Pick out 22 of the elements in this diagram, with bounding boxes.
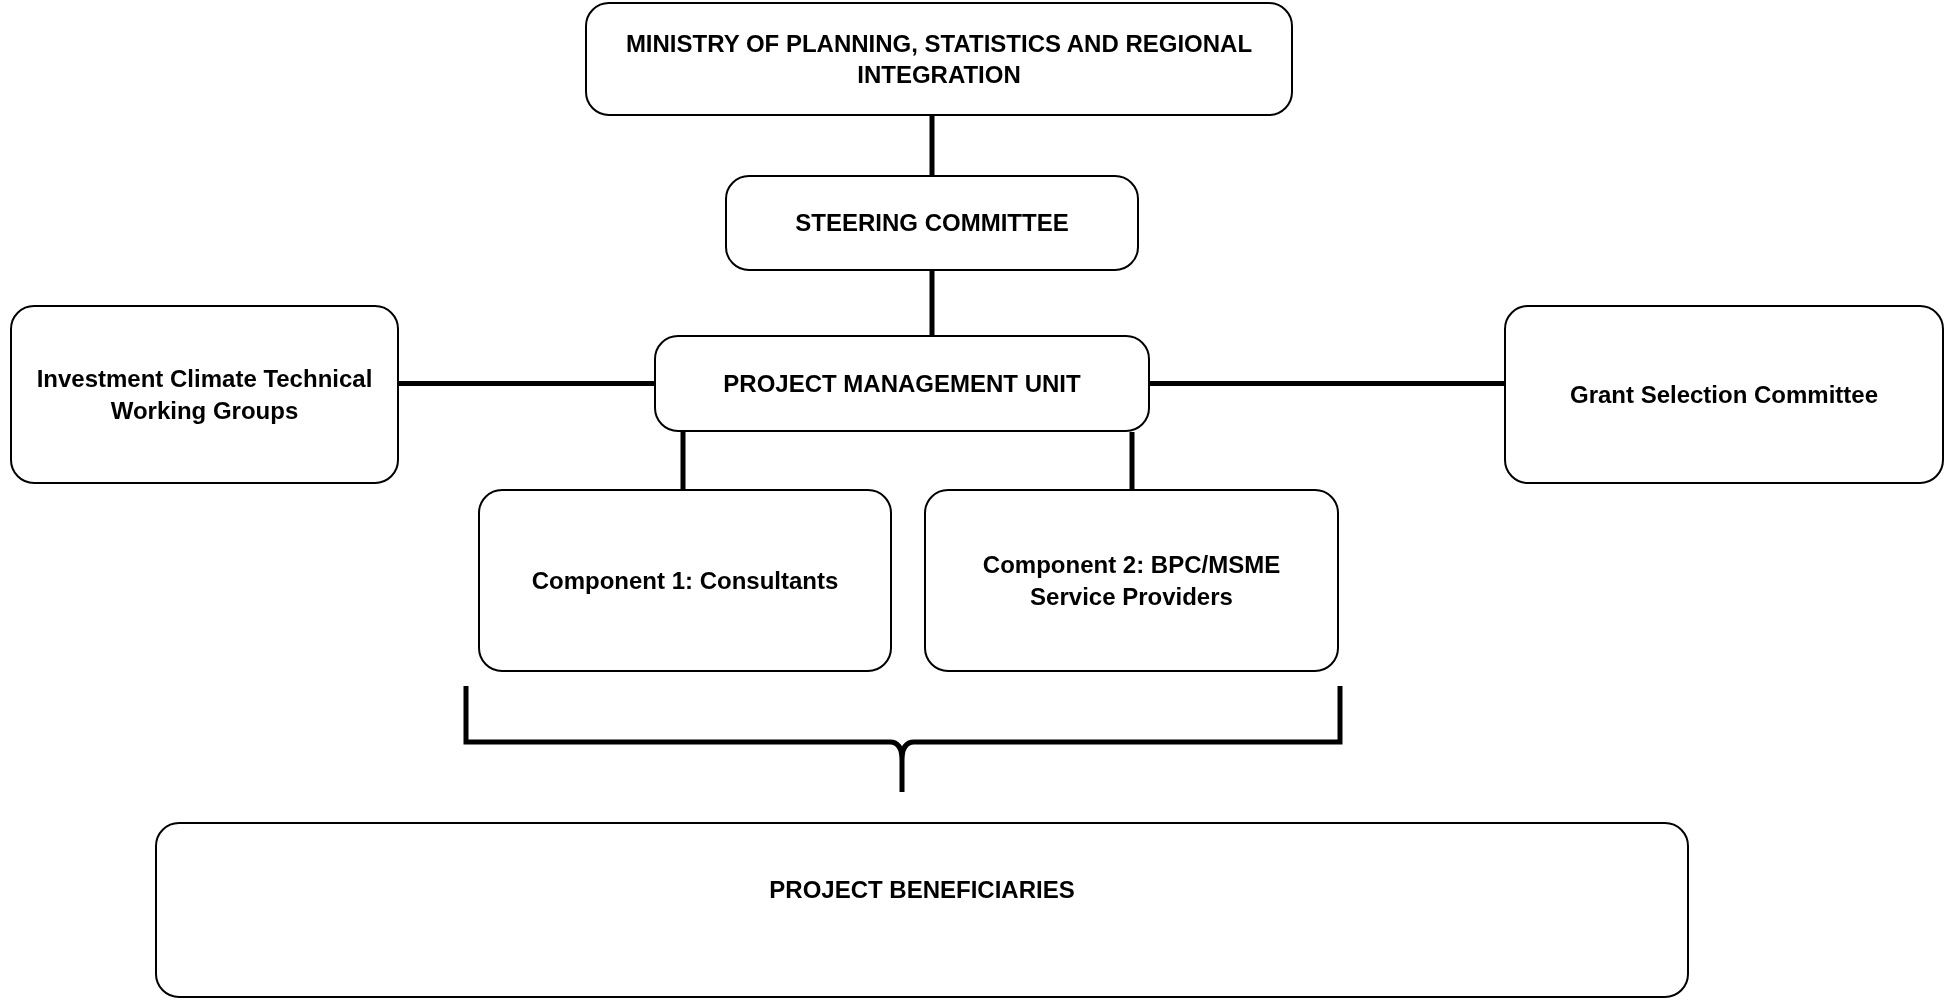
box-label: Component 1: Consultants [531, 565, 839, 596]
org-box [1504, 305, 1944, 484]
connector-line [680, 432, 686, 489]
connector-line [1129, 432, 1135, 489]
box-label: PROJECT MANAGEMENT UNIT [723, 368, 1081, 399]
box-label: PROJECT BENEFICIARIES [769, 875, 1075, 905]
org-box [585, 2, 1293, 116]
org-box [10, 305, 399, 484]
box-label: Grant Selection Committee [1569, 379, 1879, 410]
org-box [155, 822, 1689, 998]
connector-line [929, 116, 935, 175]
box-label: STEERING COMMITTEE [795, 208, 1069, 239]
org-box [725, 175, 1139, 271]
connector-line [1150, 381, 1504, 386]
box-label: Component 2: BPC/MSME Service Providers [981, 550, 1282, 612]
connector-line [399, 381, 654, 386]
connector-line [929, 271, 935, 335]
box-label: Investment Climate Technical Working Groups [35, 364, 374, 426]
box-label: MINISTRY OF PLANNING, STATISTICS AND REGIONAL INTEGRATION [624, 28, 1254, 90]
org-box [478, 489, 892, 672]
org-box [654, 335, 1150, 432]
org-box [924, 489, 1339, 672]
